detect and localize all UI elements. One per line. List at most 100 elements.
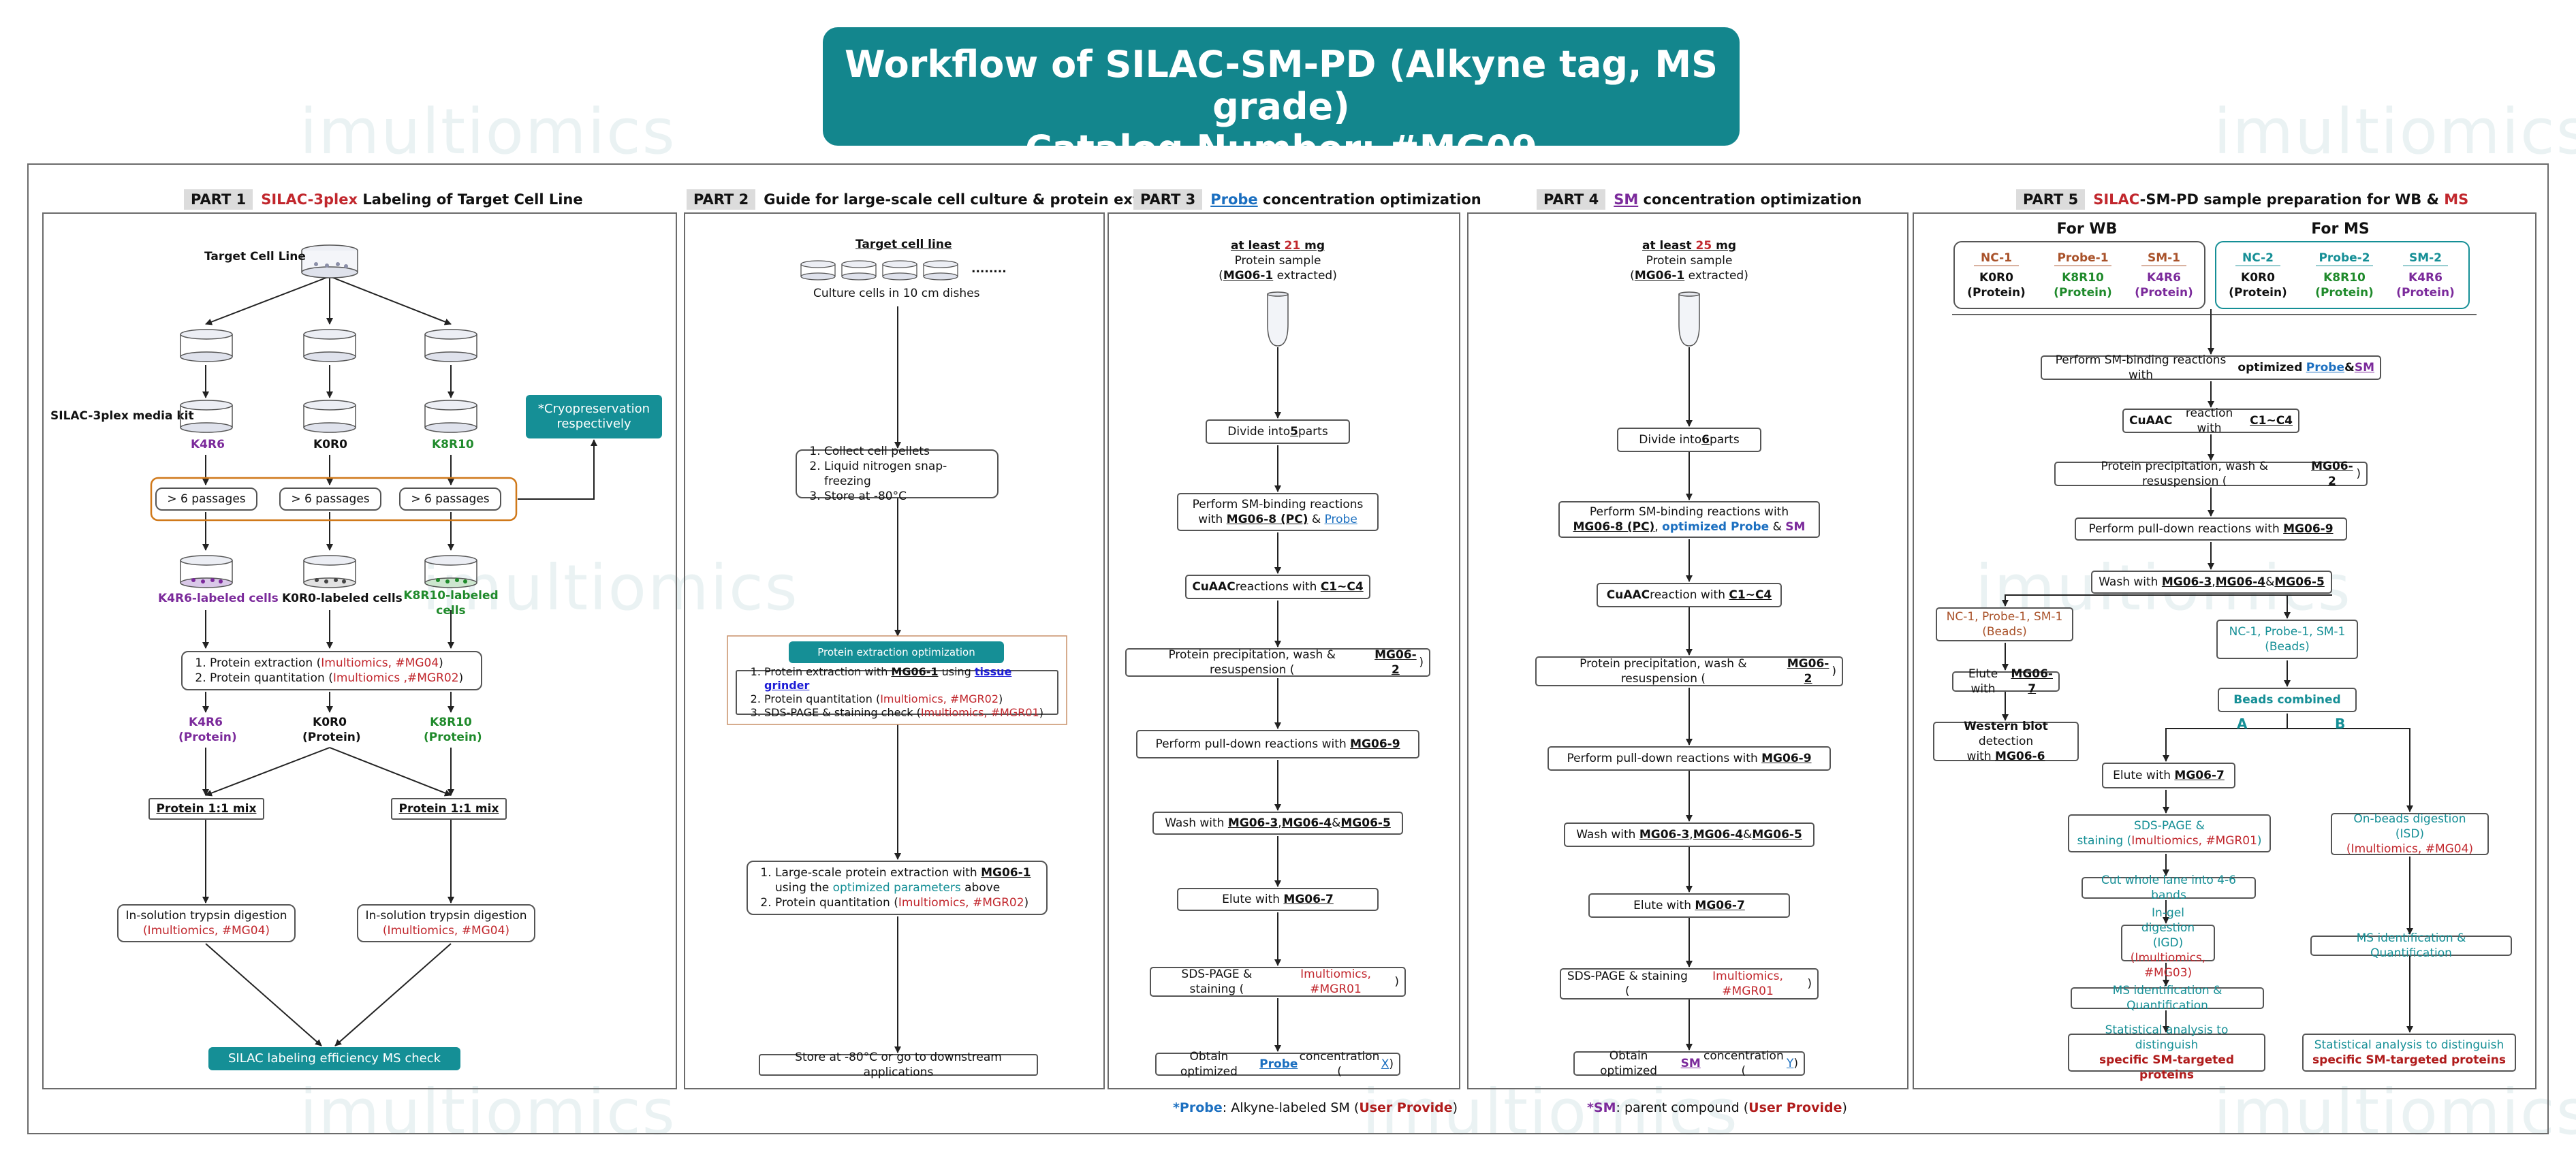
wb-elute-box: Elute with MG06-7 bbox=[1952, 667, 2060, 696]
outer-frame bbox=[27, 163, 2549, 1134]
watermark: imultiomics bbox=[2214, 1076, 2576, 1149]
k4r6-label: K4R6 bbox=[191, 438, 225, 451]
target-cell-line-label: Target Cell Line bbox=[204, 250, 306, 263]
wash-box: Wash with MG06-3 , MG06-4 & MG06-5 bbox=[1564, 822, 1815, 847]
k8r10-label: K8R10 bbox=[432, 438, 474, 451]
collect-step: Liquid nitrogen snap-freezing bbox=[824, 459, 985, 489]
pulldown-box: Perform pull-down reactions with MG06-9 bbox=[1136, 730, 1419, 758]
part1-heading: PART 1 SILAC-3plex Labeling of Target Ce… bbox=[184, 189, 583, 210]
dish-icon bbox=[800, 260, 836, 281]
part4-panel bbox=[1467, 212, 1909, 1089]
k0r0-cells-label: K0R0-labeled cells bbox=[282, 592, 403, 605]
precipitation-box: Protein precipitation, wash & resuspensi… bbox=[2054, 460, 2368, 488]
collect-step: Store at -80°C bbox=[824, 489, 985, 504]
dish-icon bbox=[303, 555, 356, 588]
sds-page-box: SDS-PAGE & staining (Imultiomics, #MGR01… bbox=[1150, 967, 1406, 997]
passages-box: > 6 passages bbox=[399, 487, 501, 511]
ms-beads-box: NC-1, Probe-1, SM-1(Beads) bbox=[2216, 620, 2358, 659]
trypsin-digestion-box: In-solution trypsin digestion(Imultiomic… bbox=[357, 904, 535, 942]
dish-icon bbox=[180, 555, 233, 588]
opt-step: Protein extraction with MG06-1 using tis… bbox=[764, 665, 1045, 692]
divide-box: Divide into 6 parts bbox=[1617, 428, 1761, 452]
ms-sample-group bbox=[2215, 241, 2470, 309]
collect-step: Collect cell pellets bbox=[824, 444, 985, 459]
part5-tag: PART 5 bbox=[2016, 189, 2086, 210]
ms-col-probe: Probe-2 K8R10(Protein) bbox=[2315, 251, 2374, 300]
wash-box: Wash with MG06-3 , MG06-4 & MG06-5 bbox=[1152, 812, 1403, 835]
part4-tag: PART 4 bbox=[1537, 189, 1606, 210]
dish-icon bbox=[424, 329, 477, 362]
step-quantitation: Protein quantitation (Imultiomics ,#MGR0… bbox=[210, 671, 463, 686]
collect-pellets-box: Collect cell pellets Liquid nitrogen sna… bbox=[796, 445, 999, 503]
watermark: imultiomics bbox=[1362, 1076, 1739, 1149]
tube-icon bbox=[1267, 291, 1289, 347]
dish-icon bbox=[923, 260, 958, 281]
k0r0-protein: K0R0(Protein) bbox=[302, 716, 361, 744]
path-b-label: B bbox=[2335, 716, 2346, 732]
part1-tag: PART 1 bbox=[184, 189, 253, 210]
footnote-sm: *SM: parent compound (User Provide) bbox=[1587, 1100, 1847, 1115]
opt-step: SDS-PAGE & staining check (Imultiomics, … bbox=[764, 706, 1045, 720]
sds-staining-box: SDS-PAGE &staining (Imultiomics, #MGR01) bbox=[2068, 814, 2271, 852]
part3-heading-blue: Probe bbox=[1210, 191, 1258, 208]
elute-box: Elute with MG06-7 bbox=[1177, 888, 1379, 911]
elute-box: Elute with MG06-7 bbox=[1588, 893, 1790, 918]
on-beads-digestion-box: On-beads digestion (ISD)(Imultiomics, #M… bbox=[2331, 812, 2489, 856]
dish-icon bbox=[180, 400, 233, 433]
part3-heading-rest: concentration optimization bbox=[1262, 191, 1481, 208]
part2-panel bbox=[684, 212, 1105, 1089]
k8r10-cells-label: K8R10-labeled cells bbox=[403, 589, 499, 618]
large-step: Protein quantitation (Imultiomics, #MGR0… bbox=[775, 895, 1031, 910]
ms-identification-box: MS identification & Quantification bbox=[2071, 984, 2264, 1012]
part4-heading: PART 4 SM concentration optimization bbox=[1537, 189, 1862, 210]
watermark: imultiomics bbox=[300, 1076, 676, 1149]
dish-icon bbox=[180, 329, 233, 362]
ms-col-sm: SM-2 K4R6(Protein) bbox=[2396, 251, 2455, 300]
part2-tag: PART 2 bbox=[687, 189, 756, 210]
protein-mix-box: Protein 1:1 mix bbox=[148, 798, 264, 820]
part3-heading: PART 3 Probe concentration optimization bbox=[1133, 189, 1481, 210]
part5-heading-red: SILAC bbox=[2093, 191, 2140, 208]
culture-label: Culture cells in 10 cm dishes bbox=[813, 287, 980, 300]
large-step: Large-scale protein extraction with MG06… bbox=[775, 865, 1031, 895]
protein-mix-box: Protein 1:1 mix bbox=[391, 798, 507, 820]
precipitation-box: Protein precipitation, wash & resuspensi… bbox=[1535, 656, 1843, 686]
cryopreservation-box: *Cryopreservation respectively bbox=[526, 395, 662, 438]
part1-heading-red: SILAC-3plex bbox=[261, 191, 358, 208]
ms-identification-box: MS identification & Quantification bbox=[2310, 931, 2512, 960]
step-extraction: Protein extraction (Imultiomics, #MG04) bbox=[210, 656, 463, 671]
dish-icon bbox=[882, 260, 917, 281]
part1-panel bbox=[42, 212, 677, 1089]
part4-heading-rest: concentration optimization bbox=[1643, 191, 1862, 208]
watermark: imultiomics bbox=[2214, 95, 2576, 168]
k4r6-protein: K4R6(Protein) bbox=[178, 716, 237, 744]
part5-heading: PART 5 SILAC-SM-PD sample preparation fo… bbox=[2016, 189, 2468, 210]
dish-icon bbox=[301, 244, 358, 278]
part4-sample-info: at least 25 mg Protein sample (MG06-1 ex… bbox=[1630, 239, 1748, 283]
watermark: imultiomics bbox=[422, 551, 799, 624]
dish-icon bbox=[424, 400, 477, 433]
k4r6-cells-label: K4R6-labeled cells bbox=[158, 592, 279, 605]
cuaac-box: CuAAC reaction with C1~C4 bbox=[1597, 583, 1782, 607]
trypsin-digestion-box: In-solution trypsin digestion(Imultiomic… bbox=[117, 904, 296, 942]
silac-efficiency-check: SILAC labeling efficiency MS check bbox=[208, 1047, 460, 1070]
footnote-probe: *Probe: Alkyne-labeled SM (User Provide) bbox=[1173, 1100, 1458, 1115]
k8r10-protein: K8R10(Protein) bbox=[424, 716, 482, 744]
dish-icon bbox=[424, 555, 477, 588]
beads-combined-box: Beads combined bbox=[2218, 688, 2357, 712]
cuaac-box: CuAAC reactions with C1~C4 bbox=[1185, 575, 1370, 599]
wb-col-probe: Probe-1 K8R10(Protein) bbox=[2054, 251, 2112, 300]
ingel-digestion-box: In-gel digestion (IGD)(Imultiomics, #MG0… bbox=[2121, 906, 2215, 980]
part5-panel bbox=[1913, 212, 2536, 1089]
passages-box: > 6 passages bbox=[155, 487, 257, 511]
part2-heading: PART 2 Guide for large-scale cell cultur… bbox=[687, 189, 1196, 210]
wb-col-nc: NC-1 K0R0(Protein) bbox=[1967, 251, 2026, 300]
ms-elute-box: Elute with MG06-7 bbox=[2102, 763, 2235, 788]
part2-target-label: Target cell line bbox=[855, 238, 952, 251]
part4-heading-purple: SM bbox=[1614, 191, 1639, 208]
